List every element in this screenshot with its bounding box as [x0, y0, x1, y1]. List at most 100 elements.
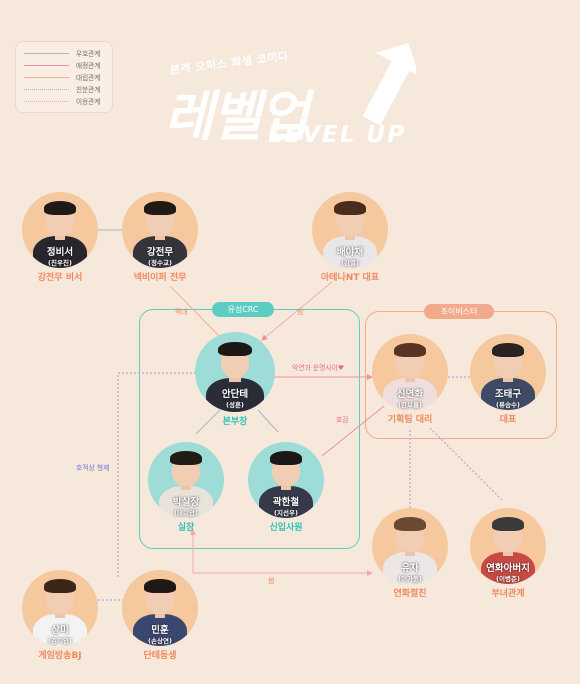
legend-label: 대립관계 — [76, 74, 101, 82]
character-role: 신입사원 — [269, 523, 303, 533]
edge-label-kwak-shin: 호감 — [336, 416, 349, 424]
edge-label-bae-ahn: 썸 — [297, 308, 304, 316]
edge-shin-father — [429, 427, 503, 501]
avatar-body-shape — [206, 378, 264, 412]
edge-label-minhun-yuja: 썸 — [268, 577, 275, 585]
legend-line-acquaintance — [24, 89, 69, 90]
character-role: 기획팀 대리 — [387, 415, 433, 425]
edge-ahn-kwak — [257, 409, 279, 433]
legend-item-use: 이용관계 — [24, 96, 108, 107]
avatar-body-shape — [382, 378, 438, 410]
avatar-hair-shape — [44, 579, 76, 593]
character-avatar — [122, 570, 198, 646]
legend-item-conflict: 대립관계 — [24, 72, 108, 83]
edge-label-ahn-sangmi: 호적상 형제 — [76, 464, 110, 472]
legend-line-love — [24, 65, 69, 66]
avatar-neck-shape — [154, 233, 166, 240]
character-actor: (정수교) — [148, 258, 172, 267]
level-up-arrow-icon — [362, 43, 416, 126]
character-actor: (이가원) — [398, 574, 422, 583]
character-role: 아테나NT 대표 — [320, 273, 380, 283]
character-actor: (지선우) — [274, 508, 298, 517]
legend-item-acquaintance: 친분관계 — [24, 84, 108, 95]
legend-item-friendly: 우호관계 — [24, 48, 108, 59]
character-name: 신연화 — [396, 388, 424, 400]
legend: 우호관계 애정관계 대립관계 친분관계 이용관계 — [15, 41, 113, 113]
character-role: 실장 — [177, 523, 195, 533]
character-name: 곽한철 — [272, 496, 300, 508]
character-actor: (강별) — [341, 258, 359, 267]
character-name: 정비서 — [46, 246, 74, 258]
avatar-body-shape — [158, 486, 214, 518]
character-role: 부녀관계 — [491, 589, 525, 599]
edge-label-kang-ahn: 적대 — [175, 308, 188, 316]
avatar-hair-shape — [492, 343, 524, 357]
legend-label: 우호관계 — [76, 50, 101, 58]
character-name: 배야채 — [336, 246, 364, 258]
character-actor: (손상연) — [148, 636, 172, 645]
character-name: 강전무 — [146, 246, 174, 258]
character-avatar — [22, 570, 98, 646]
character-role: 대표 — [499, 415, 517, 425]
avatar-neck-shape — [502, 549, 514, 556]
avatar-body-shape — [132, 614, 188, 646]
character-avatar — [22, 192, 98, 268]
avatar-neck-shape — [344, 233, 356, 240]
avatar-body-shape — [480, 552, 536, 584]
character-actor: (류승수) — [496, 400, 520, 409]
character-avatar — [122, 192, 198, 268]
character-actor: (데니안) — [174, 508, 198, 517]
avatar-neck-shape — [502, 375, 514, 382]
character-role: 강전무 비서 — [37, 273, 83, 283]
character-actor: (한보름) — [398, 400, 422, 409]
edge-ahn-park — [195, 409, 221, 435]
avatar-hair-shape — [144, 201, 176, 215]
avatar-body-shape — [480, 378, 536, 410]
legend-line-conflict — [24, 77, 69, 78]
legend-line-friendly — [24, 53, 69, 54]
character-avatar — [312, 192, 388, 268]
character-name: 조태구 — [494, 388, 522, 400]
character-name: 민훈 — [151, 624, 169, 636]
character-avatar — [470, 508, 546, 584]
avatar-hair-shape — [270, 451, 302, 465]
character-name: 연화아버지 — [486, 562, 530, 574]
avatar-body-shape — [32, 236, 88, 268]
character-avatar — [372, 508, 448, 584]
title-main: 레벨업 — [164, 85, 309, 148]
avatar-neck-shape — [404, 549, 416, 556]
avatar-neck-shape — [404, 375, 416, 382]
avatar-body-shape — [32, 614, 88, 646]
character-actor: (성훈) — [226, 401, 244, 410]
legend-label: 애정관계 — [76, 62, 101, 70]
character-name: 상미 — [51, 624, 69, 636]
character-avatar — [248, 442, 324, 518]
character-name: 유자 — [401, 562, 419, 574]
avatar-neck-shape — [54, 611, 66, 618]
avatar-hair-shape — [394, 517, 426, 531]
title-english: LEVEL UP — [268, 122, 407, 148]
character-name: 박실장 — [172, 496, 200, 508]
group-tag-yusung: 유성CRC — [212, 302, 274, 317]
avatar-hair-shape — [170, 451, 202, 465]
character-avatar — [148, 442, 224, 518]
legend-label: 친분관계 — [76, 86, 101, 94]
character-avatar — [195, 332, 275, 412]
avatar-hair-shape — [218, 341, 252, 356]
character-role: 본부장 — [222, 417, 248, 427]
avatar-neck-shape — [54, 233, 66, 240]
avatar-neck-shape — [180, 483, 192, 490]
character-actor: (김지인) — [48, 636, 72, 645]
avatar-neck-shape — [229, 375, 241, 383]
character-actor: (진우진) — [48, 258, 72, 267]
edge-ahn-sangmi — [117, 372, 196, 578]
avatar-neck-shape — [280, 483, 292, 490]
character-role: 게임방송BJ — [38, 651, 82, 661]
avatar-body-shape — [322, 236, 378, 268]
group-tag-joy: 조이버스터 — [424, 304, 494, 319]
character-role: 단테동생 — [143, 651, 177, 661]
character-actor: (이병준) — [496, 574, 520, 583]
avatar-hair-shape — [144, 579, 176, 593]
edge-label-ahn-shin: 악연과 운명사이♥ — [292, 364, 345, 372]
character-role: 넥비이퍼 전무 — [133, 273, 187, 283]
